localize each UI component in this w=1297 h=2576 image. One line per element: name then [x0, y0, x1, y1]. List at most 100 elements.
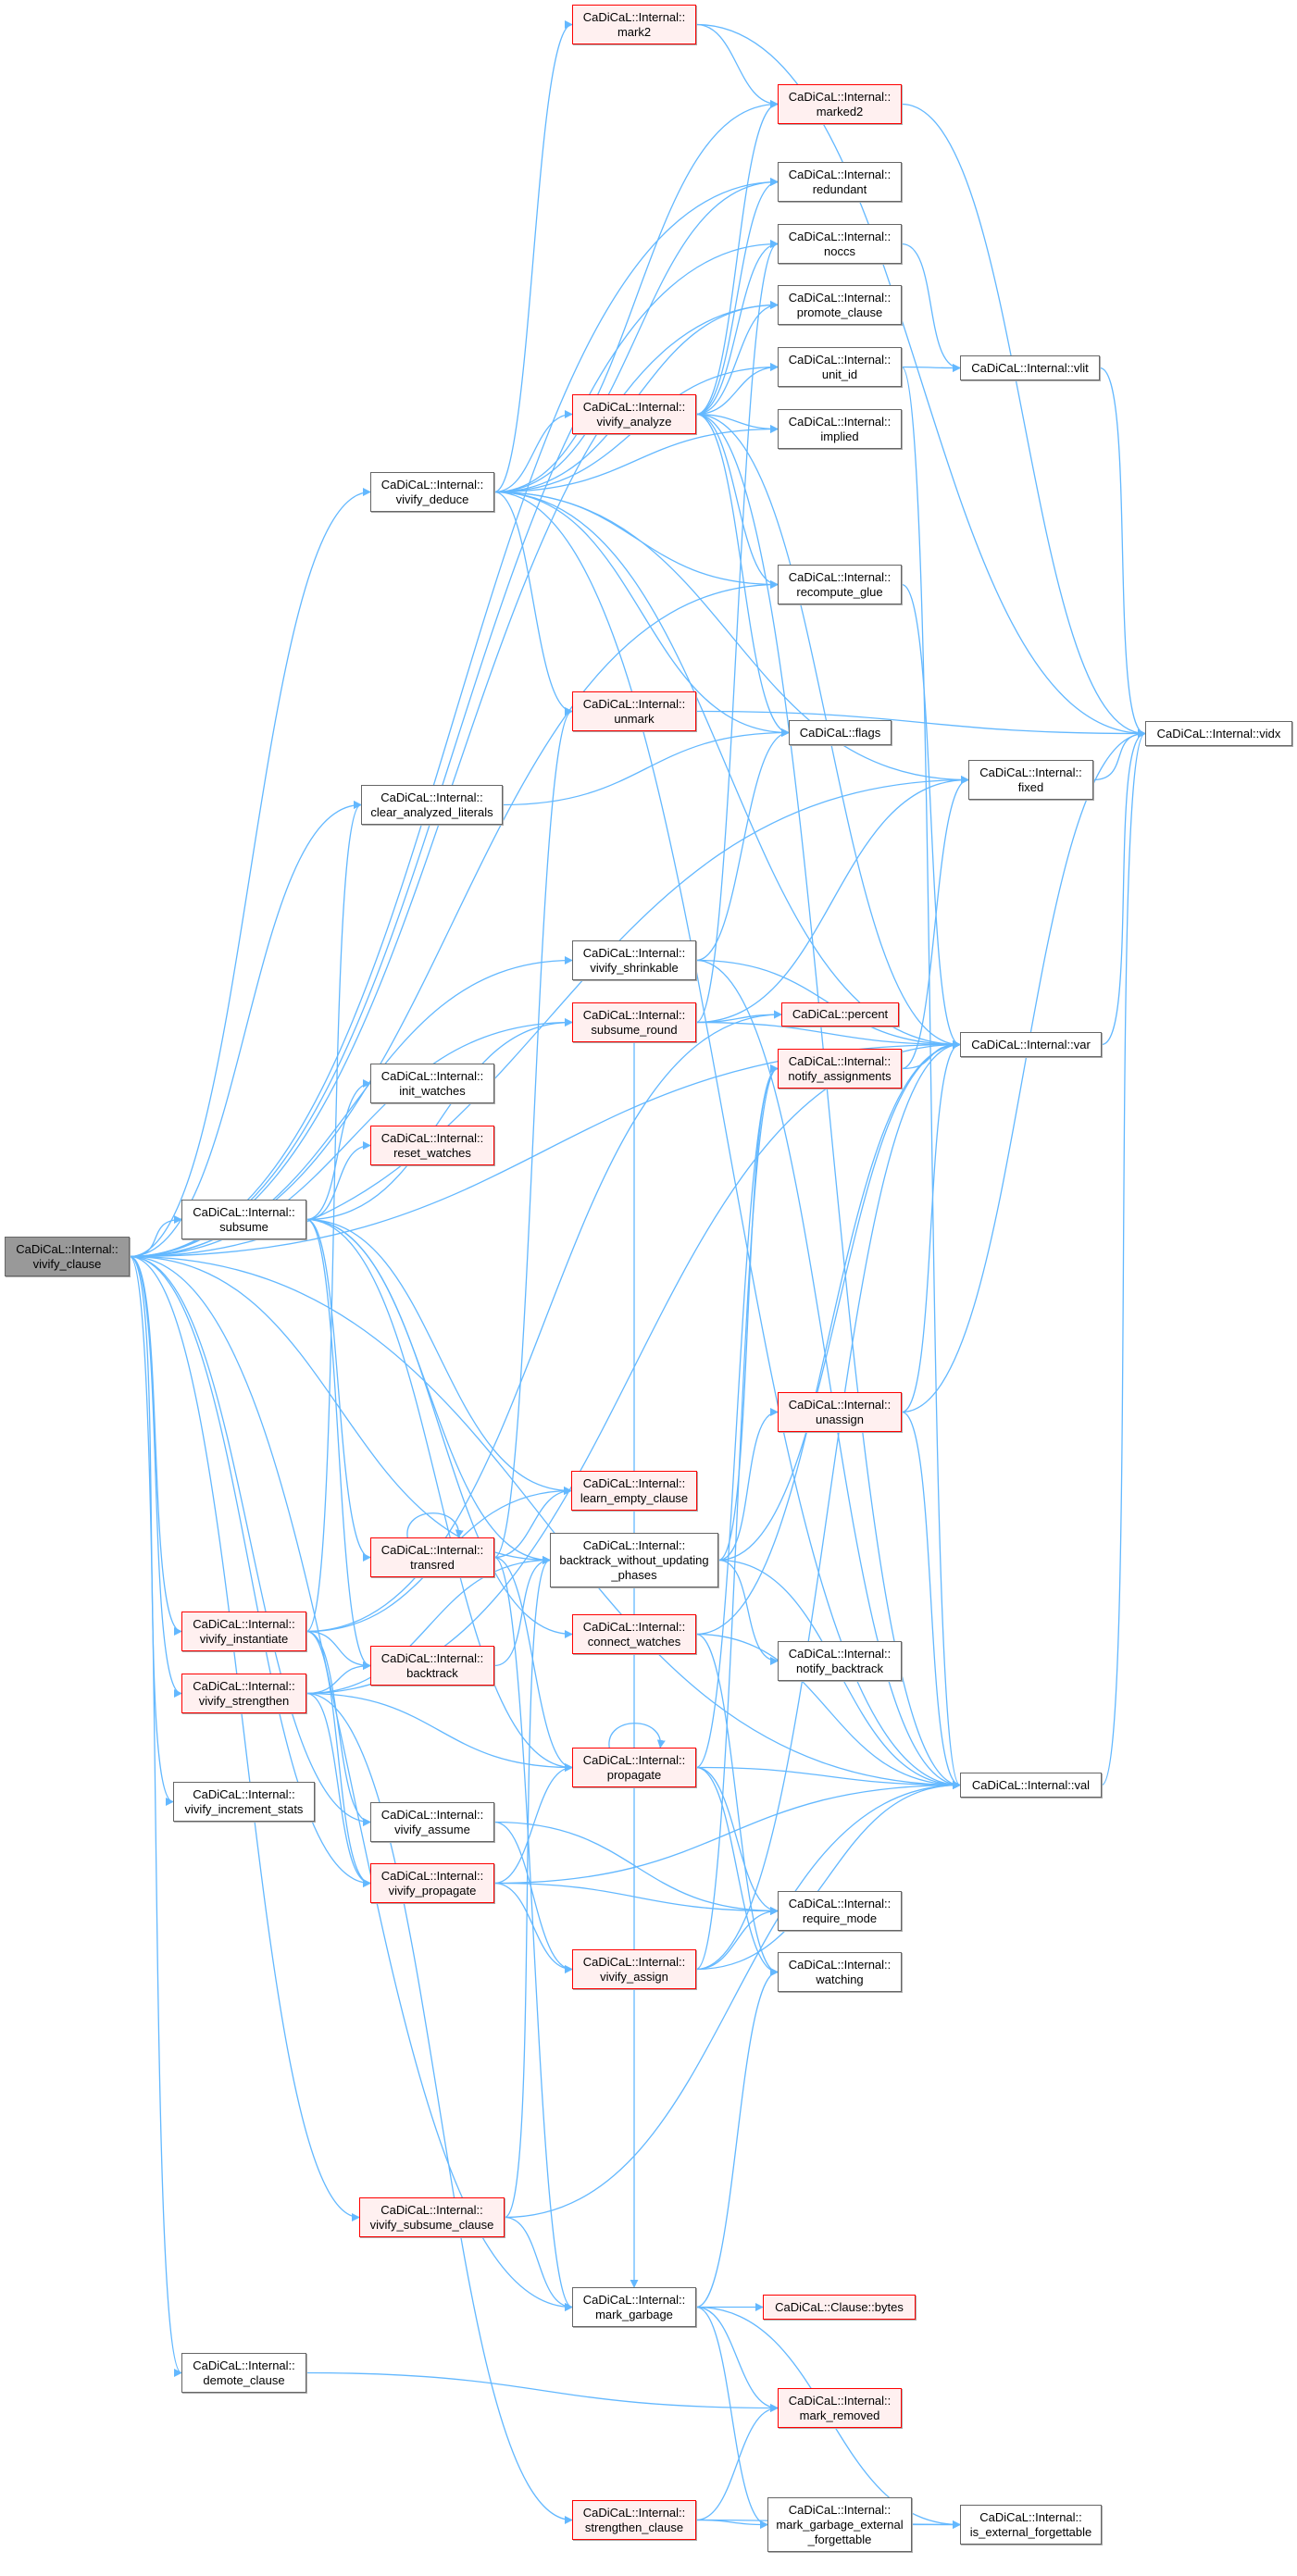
node-subsume-round[interactable]: CaDiCaL::Internal::subsume_round — [572, 1002, 696, 1042]
edge-backtrack-to-backtrack-without-updating-phases — [493, 1556, 551, 1667]
node-implied[interactable]: CaDiCaL::Internal::implied — [778, 409, 902, 449]
node-val[interactable]: CaDiCaL::Internal::val — [960, 1773, 1102, 1798]
node-marked2[interactable]: CaDiCaL::Internal::marked2 — [778, 84, 902, 124]
node-vlit[interactable]: CaDiCaL::Internal::vlit — [960, 355, 1100, 380]
edge-vivify-clause-to-vivify-instantiate — [129, 1255, 182, 1636]
node-mark-garbage[interactable]: CaDiCaL::Internal::mark_garbage — [572, 2287, 696, 2327]
node-label-line: vivify_assume — [394, 1822, 470, 1836]
edge-vivify-strengthen-to-propagate — [306, 1692, 573, 1772]
node-label-line: unassign — [815, 1412, 865, 1426]
node-flags[interactable]: CaDiCaL::flags — [789, 720, 892, 745]
edge-vivify-instantiate-to-vivify-assume — [306, 1630, 371, 1826]
node-label-line: CaDiCaL::Internal:: — [193, 1678, 295, 1693]
node-noccs[interactable]: CaDiCaL::Internal::noccs — [778, 224, 902, 264]
node-unmark[interactable]: CaDiCaL::Internal::unmark — [572, 691, 696, 731]
node-demote-clause[interactable]: CaDiCaL::Internal::demote_clause — [181, 2353, 306, 2393]
node-vivify-propagate[interactable]: CaDiCaL::Internal::vivify_propagate — [370, 1863, 494, 1903]
node-label-line: CaDiCaL::Internal:: — [380, 1068, 484, 1083]
node-bytes[interactable]: CaDiCaL::Clause::bytes — [763, 2295, 916, 2320]
node-mark-garbage-external-forgettable[interactable]: CaDiCaL::Internal::mark_garbage_external… — [767, 2497, 912, 2552]
edge-vivify-instantiate-to-backtrack — [306, 1630, 371, 1670]
node-label-line: propagate — [606, 1767, 662, 1782]
edge-vivify-propagate-to-val — [493, 1781, 961, 1885]
node-transred[interactable]: CaDiCaL::Internal::transred — [370, 1537, 494, 1577]
node-label-line: CaDiCaL::Internal:: — [582, 696, 686, 711]
node-vivify-instantiate[interactable]: CaDiCaL::Internal::vivify_instantiate — [181, 1612, 306, 1651]
node-vivify-deduce[interactable]: CaDiCaL::Internal::vivify_deduce — [370, 472, 494, 512]
node-label-line: CaDiCaL::Internal:: — [193, 1616, 295, 1631]
node-label-line: implied — [820, 429, 859, 443]
node-label-line: CaDiCaL::Internal:: — [788, 1646, 892, 1661]
node-vivify-strengthen[interactable]: CaDiCaL::Internal::vivify_strengthen — [181, 1674, 306, 1713]
edge-vivify-instantiate-to-vivify-propagate — [306, 1630, 371, 1887]
node-vivify-assign[interactable]: CaDiCaL::Internal::vivify_assign — [572, 1949, 696, 1989]
node-mark-removed[interactable]: CaDiCaL::Internal::mark_removed — [778, 2388, 902, 2428]
edge-vivify-instantiate-to-clear-analyzed-literals — [306, 801, 362, 1633]
node-notify-assignments[interactable]: CaDiCaL::Internal::notify_assignments — [778, 1049, 902, 1089]
node-strengthen-clause[interactable]: CaDiCaL::Internal::strengthen_clause — [572, 2500, 696, 2540]
node-label-line: CaDiCaL::Internal:: — [788, 1053, 892, 1068]
edge-connect-watches-to-var — [695, 1040, 961, 1636]
node-unassign[interactable]: CaDiCaL::Internal::unassign — [778, 1392, 902, 1432]
edge-subsume-to-reset-watches — [306, 1141, 371, 1221]
node-watching[interactable]: CaDiCaL::Internal::watching — [778, 1952, 902, 1992]
node-var[interactable]: CaDiCaL::Internal::var — [960, 1032, 1102, 1057]
node-label-line: recompute_glue — [796, 584, 883, 599]
node-init-watches[interactable]: CaDiCaL::Internal::init_watches — [370, 1064, 494, 1103]
node-vivify-subsume-clause[interactable]: CaDiCaL::Internal::vivify_subsume_clause — [359, 2197, 505, 2237]
node-label-line: vivify_propagate — [388, 1883, 477, 1898]
node-propagate[interactable]: CaDiCaL::Internal::propagate — [572, 1748, 696, 1787]
edge-mark-garbage-to-mark-garbage-external-forgettable — [695, 2306, 768, 2529]
node-label-line: CaDiCaL::Internal::vlit — [971, 360, 1089, 375]
node-label-line: CaDiCaL::Internal:: — [788, 414, 892, 429]
edge-unit-id-to-vlit — [901, 363, 961, 372]
node-percent[interactable]: CaDiCaL::percent — [781, 1002, 899, 1027]
node-vivify-shrinkable[interactable]: CaDiCaL::Internal::vivify_shrinkable — [572, 940, 696, 980]
node-promote-clause[interactable]: CaDiCaL::Internal::promote_clause — [778, 285, 902, 325]
node-is-external-forgettable[interactable]: CaDiCaL::Internal::is_external_forgettab… — [960, 2505, 1102, 2545]
edge-connect-watches-to-val — [695, 1633, 961, 1789]
edge-subsume-to-init-watches — [306, 1079, 371, 1221]
node-vivify-increment-stats[interactable]: CaDiCaL::Internal::vivify_increment_stat… — [173, 1782, 315, 1822]
node-vidx[interactable]: CaDiCaL::Internal::vidx — [1145, 721, 1292, 746]
edge-unassign-to-val — [901, 1411, 961, 1789]
node-notify-backtrack[interactable]: CaDiCaL::Internal::notify_backtrack — [778, 1641, 902, 1681]
node-unit-id[interactable]: CaDiCaL::Internal::unit_id — [778, 347, 902, 387]
edge-vivify-clause-to-redundant — [129, 178, 779, 1258]
edge-propagate-to-propagate — [608, 1723, 666, 1748]
node-learn-empty-clause[interactable]: CaDiCaL::Internal::learn_empty_clause — [571, 1471, 697, 1511]
edge-unassign-to-var — [901, 1040, 961, 1413]
node-reset-watches[interactable]: CaDiCaL::Internal::reset_watches — [370, 1126, 494, 1165]
node-subsume[interactable]: CaDiCaL::Internal::subsume — [181, 1200, 306, 1239]
node-connect-watches[interactable]: CaDiCaL::Internal::connect_watches — [572, 1614, 696, 1654]
node-label-line: backtrack_without_updating — [559, 1552, 709, 1567]
node-vivify-analyze[interactable]: CaDiCaL::Internal::vivify_analyze — [572, 394, 696, 434]
node-label-line: CaDiCaL::Internal:: — [380, 477, 484, 492]
node-label-line: CaDiCaL::Internal:: — [788, 89, 892, 104]
node-label-line: subsume — [219, 1219, 268, 1234]
node-backtrack[interactable]: CaDiCaL::Internal::backtrack — [370, 1646, 494, 1686]
node-redundant[interactable]: CaDiCaL::Internal::redundant — [778, 162, 902, 202]
node-recompute-glue[interactable]: CaDiCaL::Internal::recompute_glue — [778, 565, 902, 604]
edge-vivify-subsume-clause-to-backtrack-without-updating-phases — [504, 1556, 551, 2219]
edge-subsume-to-learn-empty-clause — [306, 1218, 572, 1495]
node-vivify-clause[interactable]: CaDiCaL::Internal::vivify_clause — [5, 1237, 130, 1276]
edge-subsume-round-to-fixed — [695, 776, 969, 1024]
edge-transred-to-mark-garbage — [493, 1556, 573, 2311]
edge-transred-to-learn-empty-clause — [493, 1487, 572, 1559]
node-require-mode[interactable]: CaDiCaL::Internal::require_mode — [778, 1891, 902, 1931]
node-mark2[interactable]: CaDiCaL::Internal::mark2 — [572, 5, 696, 44]
edge-vivify-analyze-to-recompute-glue — [695, 413, 779, 589]
node-fixed[interactable]: CaDiCaL::Internal::fixed — [968, 760, 1093, 800]
edge-vivify-clause-to-vivify-strengthen — [129, 1255, 182, 1698]
node-vivify-assume[interactable]: CaDiCaL::Internal::vivify_assume — [370, 1802, 494, 1842]
node-backtrack-without-updating-phases[interactable]: CaDiCaL::Internal::backtrack_without_upd… — [550, 1533, 718, 1587]
edge-marked2-to-vidx — [901, 103, 1146, 738]
edge-vivify-clause-to-val — [129, 1255, 961, 1789]
edge-subsume-to-backtrack — [306, 1218, 371, 1670]
edge-vivify-deduce-to-fixed — [493, 491, 969, 784]
node-label-line: CaDiCaL::Internal:: — [582, 1007, 686, 1022]
edge-notify-assignments-to-fixed — [901, 776, 969, 1070]
node-clear-analyzed-literals[interactable]: CaDiCaL::Internal::clear_analyzed_litera… — [361, 785, 503, 825]
